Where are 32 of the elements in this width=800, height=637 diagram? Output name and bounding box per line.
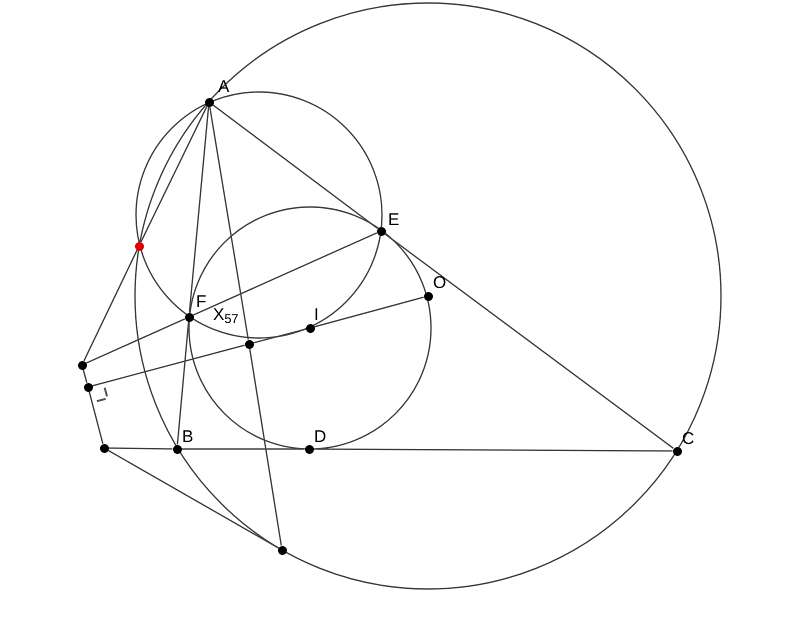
point-label: B (182, 428, 194, 445)
point (134, 242, 144, 250)
line-segment (212, 104, 378, 229)
line-segment (86, 318, 186, 364)
line-segment (384, 233, 674, 449)
line-segment (188, 106, 210, 313)
line-segment (182, 448, 304, 450)
point-label: X$_{57}$ (213, 306, 239, 323)
point (100, 444, 108, 452)
line-segment (140, 106, 208, 242)
point-label: F (196, 293, 206, 310)
line-segment (108, 450, 278, 548)
line-segment (209, 106, 249, 340)
line-segment (108, 447, 172, 450)
line-segment (88, 391, 104, 444)
line-segment (83, 250, 138, 362)
line-segment (192, 232, 378, 316)
line-segment (314, 296, 424, 328)
line-segment (82, 369, 88, 383)
point-label: O (433, 274, 446, 291)
line-segment (253, 328, 306, 344)
point-label: C (682, 430, 694, 447)
line-segment (314, 448, 672, 452)
point-label: D (314, 428, 326, 445)
line-segment (249, 348, 282, 546)
point (278, 546, 286, 554)
line-segment (176, 321, 190, 445)
point (78, 360, 86, 370)
line-segment (92, 344, 245, 387)
point (84, 382, 92, 392)
point-label: I (314, 306, 319, 323)
point-label: E (388, 211, 400, 228)
